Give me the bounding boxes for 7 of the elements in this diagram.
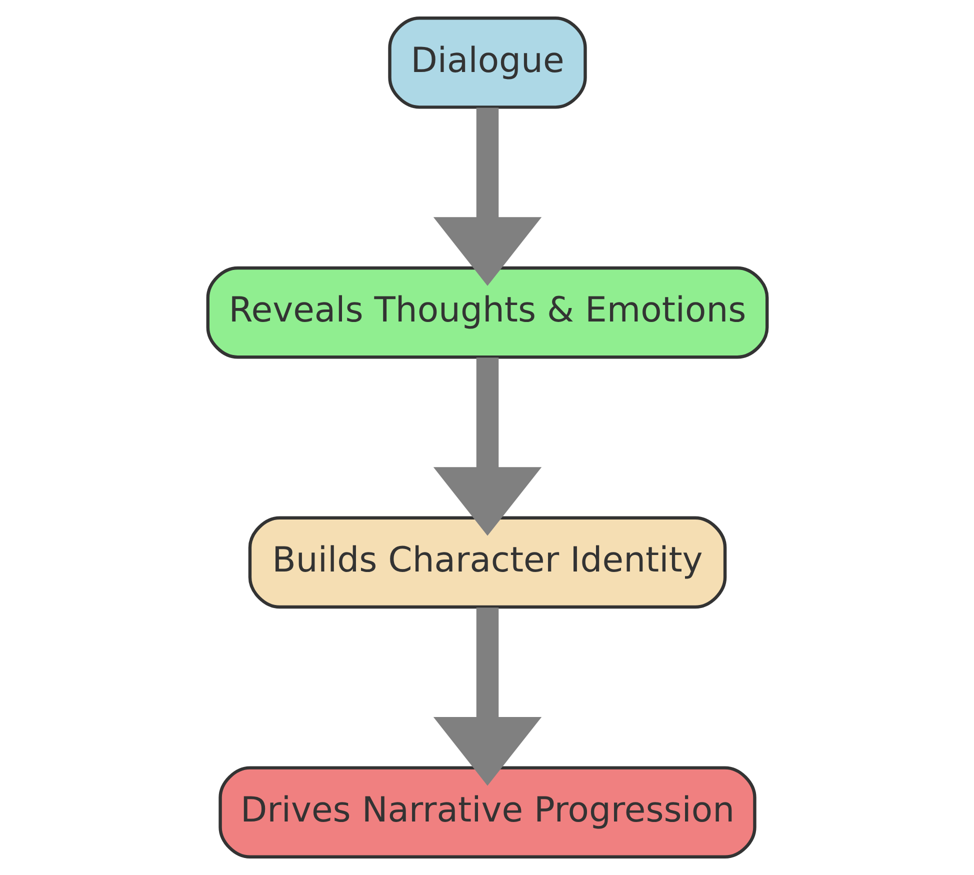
arrow	[432, 608, 542, 786]
node-box: Reveals Thoughts & Emotions	[206, 266, 768, 359]
node-box: Builds Character Identity	[248, 516, 726, 609]
arrow	[432, 108, 542, 286]
node-box: Drives Narrative Progression	[218, 766, 756, 859]
arrow	[432, 358, 542, 536]
node-box: Dialogue	[388, 16, 586, 109]
